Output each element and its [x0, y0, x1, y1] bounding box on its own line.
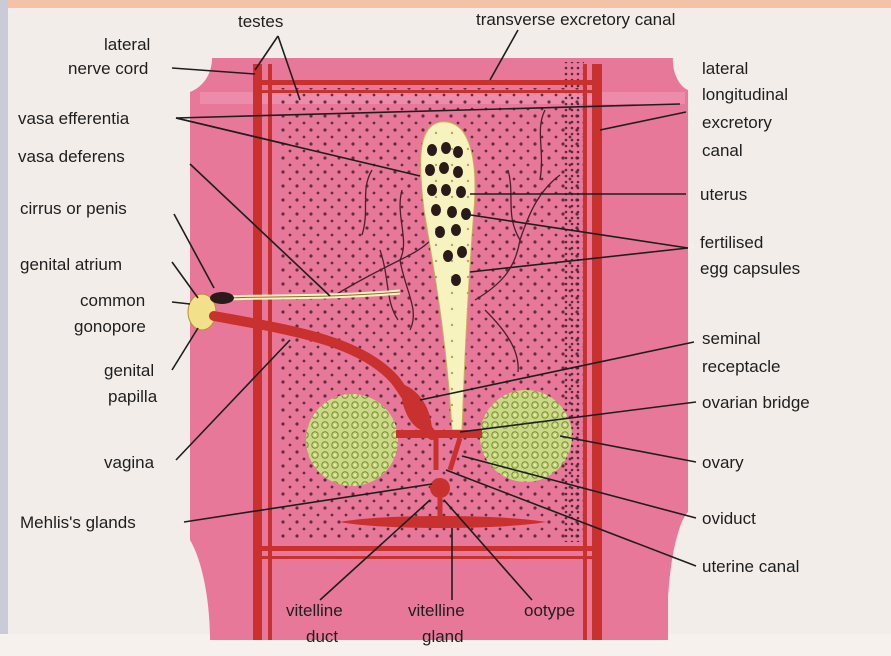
label-lateral-longitudinal-2: longitudinal [702, 85, 788, 104]
label-common-gonopore-2: gonopore [74, 317, 146, 336]
lower-transverse-canal-inner [262, 556, 592, 559]
label-genital-atrium: genital atrium [20, 255, 122, 274]
left-nerve-cord [268, 64, 272, 640]
label-ootype: ootype [524, 601, 575, 620]
label-genital-papilla-2: papilla [108, 387, 158, 406]
vitelline-follicles-column [562, 62, 584, 542]
label-oviduct: oviduct [702, 509, 756, 528]
label-mehlis-glands: Mehlis's glands [20, 513, 136, 532]
label-seminal-receptacle-2: receptacle [702, 357, 780, 376]
label-vitelline-gland-2: gland [422, 627, 464, 646]
label-ovary: ovary [702, 453, 744, 472]
right-nerve-cord [583, 64, 587, 640]
label-uterus: uterus [700, 185, 747, 204]
label-lateral-nerve-cord-1: lateral [104, 35, 150, 54]
label-vitelline-gland-1: vitelline [408, 601, 465, 620]
label-vagina: vagina [104, 453, 155, 472]
label-ovarian-bridge: ovarian bridge [702, 393, 810, 412]
transverse-canal-inner [262, 90, 592, 93]
label-lateral-nerve-cord-2: nerve cord [68, 59, 148, 78]
label-vitelline-duct-2: duct [306, 627, 338, 646]
left-excretory-canal [253, 64, 262, 640]
label-seminal-receptacle-1: seminal [702, 329, 761, 348]
label-fertilised-2: egg capsules [700, 259, 800, 278]
label-vitelline-duct-1: vitelline [286, 601, 343, 620]
label-lateral-longitudinal-3: excretory [702, 113, 772, 132]
transverse-excretory-canal [262, 80, 592, 85]
label-uterine-canal: uterine canal [702, 557, 799, 576]
label-lateral-longitudinal-4: canal [702, 141, 743, 160]
lower-transverse-canal [262, 546, 592, 551]
label-lateral-longitudinal-1: lateral [702, 59, 748, 78]
label-testes: testes [238, 12, 283, 31]
label-common-gonopore-1: common [80, 291, 145, 310]
right-excretory-canal [592, 64, 602, 640]
label-vasa-efferentia: vasa efferentia [18, 109, 130, 128]
label-vasa-deferens: vasa deferens [18, 147, 125, 166]
label-fertilised-1: fertilised [700, 233, 763, 252]
label-genital-papilla-1: genital [104, 361, 154, 380]
ootype-shape [430, 478, 450, 498]
label-transverse-excretory-canal: transverse excretory canal [476, 10, 675, 29]
label-cirrus-or-penis: cirrus or penis [20, 199, 127, 218]
cirrus [210, 292, 234, 304]
